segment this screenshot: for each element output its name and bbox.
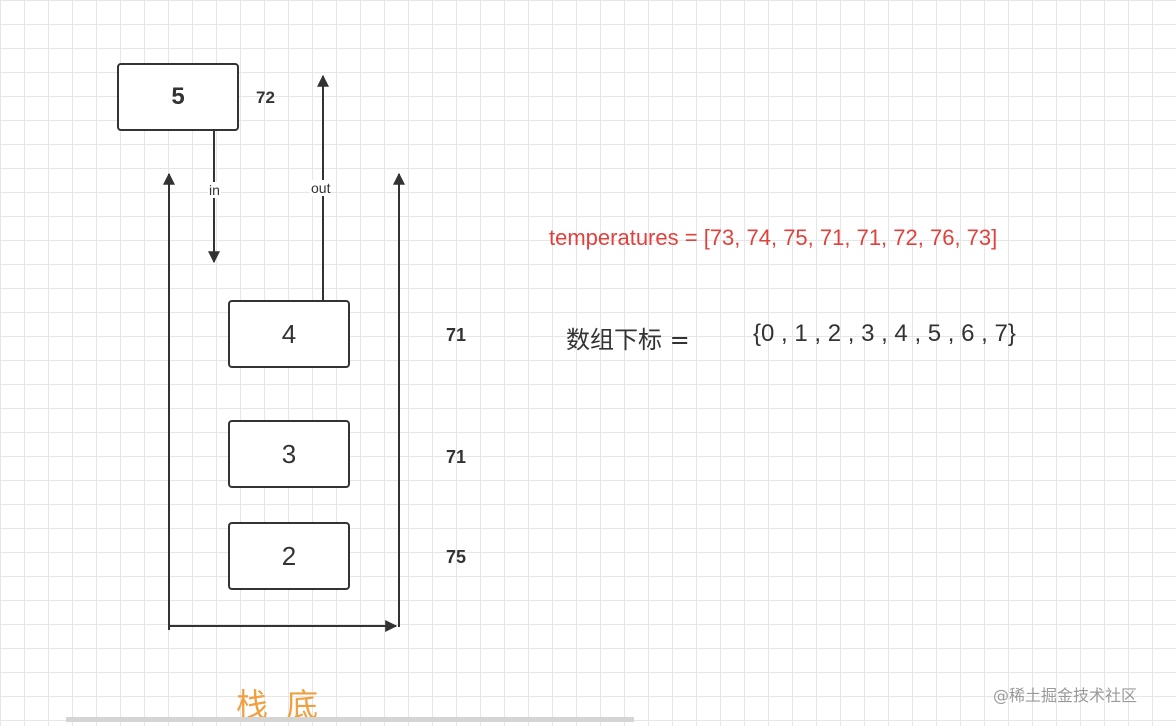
pushed-element-box: 5 xyxy=(117,63,239,131)
array-index-label: 数组下标 = xyxy=(566,326,690,354)
stack-item-index: 2 xyxy=(281,540,297,571)
watermark: @稀土掘金技术社区 xyxy=(993,686,1138,705)
stack-item-top: 4 xyxy=(228,300,350,368)
pushed-element-index: 5 xyxy=(171,83,185,110)
stack-item-value: 75 xyxy=(446,547,467,567)
horizontal-scrollbar[interactable] xyxy=(66,717,634,722)
stack-item-index: 3 xyxy=(281,438,297,469)
stack-item-middle: 3 xyxy=(228,420,350,488)
stack-item-value: 71 xyxy=(446,325,467,345)
in-arrow-label: in xyxy=(208,182,221,198)
array-index-values: {0 , 1 , 2 , 3 , 4 , 5 , 6 , 7} xyxy=(753,320,1016,347)
pushed-element-value: 72 xyxy=(256,88,275,107)
stack-item-bottom: 2 xyxy=(228,522,350,590)
stack-item-value: 71 xyxy=(446,447,467,467)
temperatures-array-text: temperatures = [73, 74, 75, 71, 71, 72, … xyxy=(549,225,998,250)
out-arrow-label: out xyxy=(310,180,332,196)
stack-item-index: 4 xyxy=(281,318,297,349)
